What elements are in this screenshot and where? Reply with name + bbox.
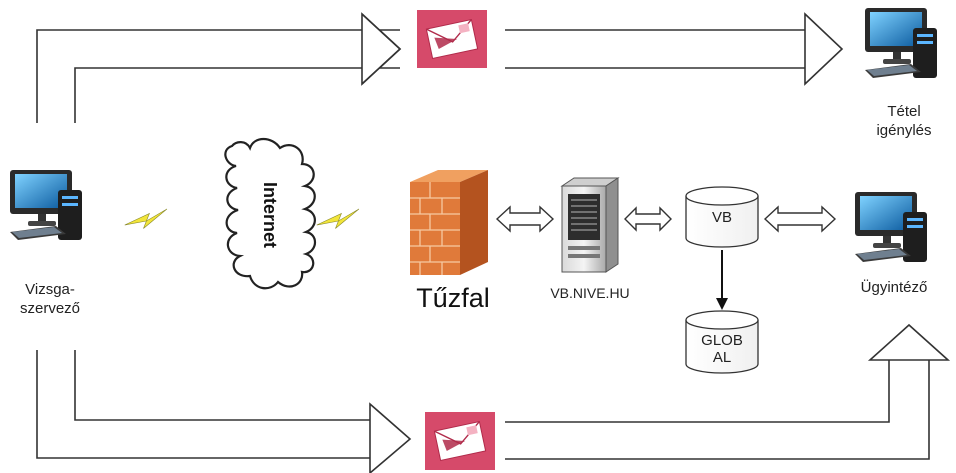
item-request-label-line2: igénylés — [876, 122, 932, 139]
organizer-label: Vizsga- szervező — [5, 280, 95, 318]
envelope-icon — [424, 411, 496, 471]
db-link-arrow — [716, 250, 728, 310]
database-icon — [685, 310, 759, 374]
lightning-icon — [315, 208, 362, 232]
bidirectional-arrow — [624, 206, 672, 232]
item-request-label-line1: Tétel — [887, 103, 921, 120]
computer-icon — [865, 8, 937, 78]
firewall-label: Tűzfal — [416, 283, 490, 313]
administrator-label: Ügyintéző — [860, 279, 928, 296]
bottom-flow-arrow — [36, 323, 951, 473]
firewall-icon — [410, 170, 488, 275]
organizer-label-line1: Vizsga- — [25, 281, 75, 298]
database-icon — [685, 186, 759, 248]
global-db-label: GLOB AL — [690, 332, 754, 366]
organizer-label-line2: szervező — [19, 300, 81, 317]
global-db-label-line1: GLOB — [701, 332, 743, 349]
server-label: VB.NIVE.HU — [550, 285, 630, 301]
bidirectional-arrow — [763, 205, 837, 233]
server-icon — [560, 177, 620, 273]
global-db-label-line2: AL — [712, 349, 732, 366]
item-request-label: Tétel igénylés — [858, 102, 950, 140]
computer-icon — [855, 192, 927, 262]
vb-db-label: VB — [711, 209, 732, 226]
lightning-icon — [123, 208, 170, 232]
envelope-icon — [416, 9, 488, 69]
cloud-icon — [224, 137, 317, 290]
top-flow-arrow — [36, 12, 844, 123]
bidirectional-arrow — [495, 205, 555, 233]
internet-label: Internet — [260, 181, 280, 248]
computer-icon — [10, 170, 82, 240]
